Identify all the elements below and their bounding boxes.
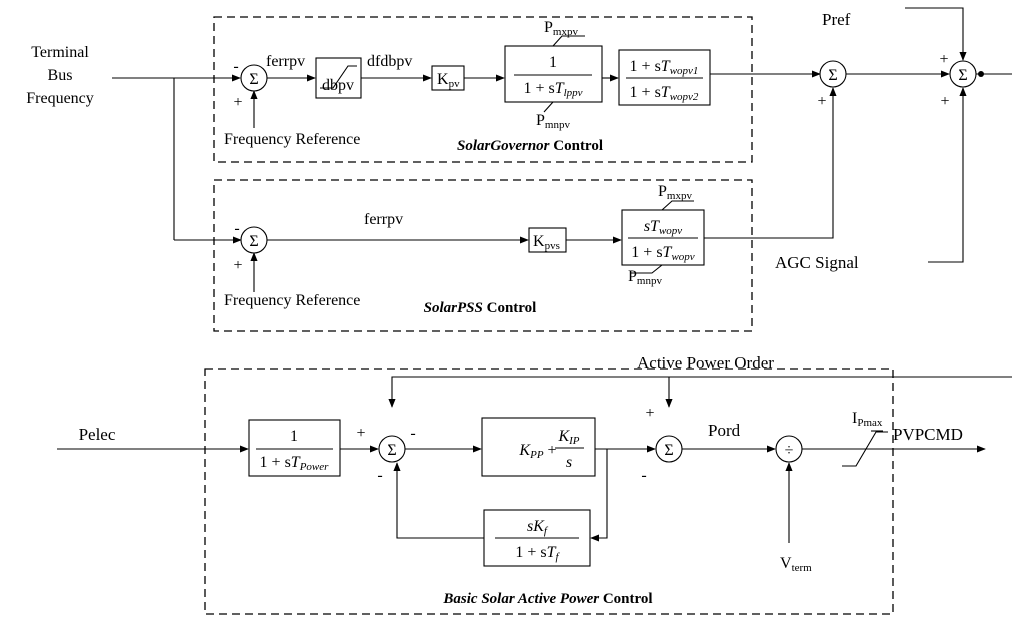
lag-upper-limit-line xyxy=(552,35,585,47)
divider-symbol: ÷ xyxy=(785,442,794,459)
kpvs-label: Kpvs xyxy=(533,233,560,252)
pss-lower-limit-label: Pmnpv xyxy=(628,268,662,287)
pss-washout-denominator: 1 + sTwopv xyxy=(631,244,694,263)
sum1-plus-sign: + xyxy=(233,94,242,111)
dfdbpv-label: dfdbpv xyxy=(367,53,412,70)
pi-controller-block xyxy=(481,417,596,477)
pref-label: Pref xyxy=(822,10,851,29)
wire-agc-to-sum4 xyxy=(928,87,967,263)
sum3-minus-sign: - xyxy=(234,220,239,237)
solar-pss-frame xyxy=(213,179,753,332)
pss-washout-numerator: sTwopv xyxy=(644,218,682,237)
sum6-plus-sign: + xyxy=(645,405,654,422)
pvpcmd-label: PVPCMD xyxy=(893,425,963,444)
svg-text:Frequency: Frequency xyxy=(26,90,94,107)
wire-pss-to-sum2 xyxy=(704,87,837,239)
pss-upper-limit-label: Pmxpv xyxy=(658,183,692,202)
pss-lower-limit-line xyxy=(630,264,663,274)
sum5-minus-sign-top: - xyxy=(410,425,415,442)
lag-upper-limit-label: Pmxpv xyxy=(544,19,578,38)
wire-pref-to-sum4 xyxy=(905,7,967,61)
pord-label: Pord xyxy=(708,421,741,440)
lag-numerator: 1 xyxy=(549,54,557,71)
sum2-sigma: Σ xyxy=(828,67,837,84)
solar-pss-title: SolarPSS Control xyxy=(424,300,537,316)
frequency-reference-label-2: Frequency Reference xyxy=(224,292,360,309)
agc-signal-label: AGC Signal xyxy=(775,253,859,272)
current-limiter-symbol xyxy=(842,431,888,467)
lag-lower-limit-label: Pmnpv xyxy=(536,112,570,131)
vterm-label: Vterm xyxy=(780,555,812,574)
kpv-label: Kpv xyxy=(437,71,460,90)
deadband-block xyxy=(315,57,362,99)
sum2-plus-sign: + xyxy=(817,93,826,110)
basic-active-power-title: Basic Solar Active Power Control xyxy=(442,591,652,607)
terminal-bus-frequency-label: Terminal Bus Frequency xyxy=(26,44,94,107)
leadlag-numerator: 1 + sTwopv1 xyxy=(630,58,699,77)
frequency-reference-label-1: Frequency Reference xyxy=(224,131,360,148)
active-power-order-label: Active Power Order xyxy=(637,353,774,372)
pi-integral-numerator: KIP xyxy=(557,428,579,447)
ferrpv-label-1: ferrpv xyxy=(266,53,305,70)
sum1-sigma: Σ xyxy=(249,71,258,88)
svg-text:Terminal: Terminal xyxy=(31,44,89,61)
power-filter-block xyxy=(248,419,341,477)
sum4-sigma: Σ xyxy=(958,67,967,84)
ipmax-label: IPmax xyxy=(852,410,883,429)
lag-lower-limit-line xyxy=(543,101,554,113)
sum4-plus-sign-bottom: + xyxy=(940,93,949,110)
sum3-sigma: Σ xyxy=(249,233,258,250)
sum1-minus-sign: - xyxy=(233,58,238,75)
deadband-symbol xyxy=(320,65,357,89)
pi-transfer-function: KPP + xyxy=(518,442,556,461)
wire-active-power-order xyxy=(388,376,1012,408)
lag-filter-block xyxy=(504,45,603,103)
kpv-gain-block xyxy=(431,65,465,91)
solar-governor-frame xyxy=(213,16,753,163)
sum5-sigma: Σ xyxy=(387,442,396,459)
sum3-plus-sign: + xyxy=(233,257,242,274)
leadlag-denominator: 1 + sTwopv2 xyxy=(630,84,699,103)
pelec-label: Pelec xyxy=(79,425,116,444)
sum5-plus-sign: + xyxy=(356,425,365,442)
sum5-minus-sign-bottom: - xyxy=(377,467,382,484)
sum6-minus-sign: - xyxy=(641,467,646,484)
dbpv-label: dbpv xyxy=(322,77,354,94)
basic-active-power-frame xyxy=(204,368,894,615)
derivative-numerator: sKf xyxy=(527,518,549,537)
pi-integral-denominator: s xyxy=(566,454,572,471)
sum6-sigma: Σ xyxy=(664,442,673,459)
sum4-plus-sign-top: + xyxy=(939,51,948,68)
solar-governor-title: SolarGovernor Control xyxy=(457,138,603,154)
derivative-denominator: 1 + sTf xyxy=(515,544,560,563)
pss-upper-limit-line xyxy=(661,200,694,211)
svg-text:Bus: Bus xyxy=(48,67,73,84)
power-filter-denominator: 1 + sTPower xyxy=(260,454,330,473)
power-filter-numerator: 1 xyxy=(290,428,298,445)
wire-pi-to-derivative xyxy=(590,449,608,542)
lag-denominator: 1 + sTlppv xyxy=(523,80,582,99)
ferrpv-label-2: ferrpv xyxy=(364,211,403,228)
wire-derivative-to-sum5 xyxy=(393,462,484,539)
